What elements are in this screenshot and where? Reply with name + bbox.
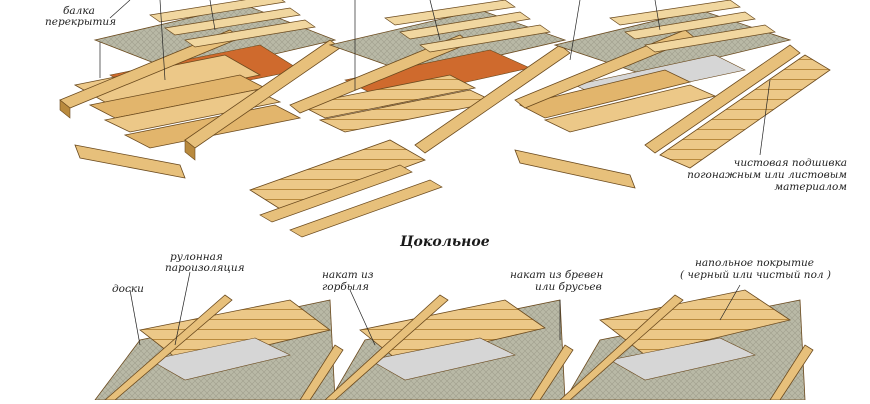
label-finish-1: чистовая подшивка bbox=[733, 157, 847, 169]
label-slab-2: горбыля bbox=[322, 281, 369, 293]
label-vapor-1: рулонная bbox=[170, 251, 223, 263]
bottom-panel-1 bbox=[94, 271, 344, 401]
label-beam-1: балка bbox=[63, 5, 95, 17]
bottom-panel-3 bbox=[558, 284, 814, 401]
label-vapor-2: пароизоляция bbox=[165, 262, 245, 274]
label-slab-1: накат из bbox=[322, 269, 374, 281]
bottom-panel-2 bbox=[323, 289, 574, 401]
label-floor-2: ( черный или чистый пол ) bbox=[680, 269, 832, 281]
top-panel-2 bbox=[249, 0, 571, 238]
label-finish-2: погонажным или листовым bbox=[687, 169, 847, 181]
label-floor-1: напольное покрытие bbox=[695, 257, 815, 269]
label-finish-3: материалом bbox=[774, 181, 847, 193]
label-logs-1: накат из бревен bbox=[510, 269, 604, 281]
label-boards: доски bbox=[112, 283, 144, 295]
top-panel-3 bbox=[514, 0, 831, 189]
top-panel-1 bbox=[59, 0, 341, 179]
label-beam-2: перекрытия bbox=[45, 16, 117, 28]
label-logs-2: или брусьев bbox=[535, 281, 602, 293]
section-title: Цокольное bbox=[400, 234, 490, 250]
